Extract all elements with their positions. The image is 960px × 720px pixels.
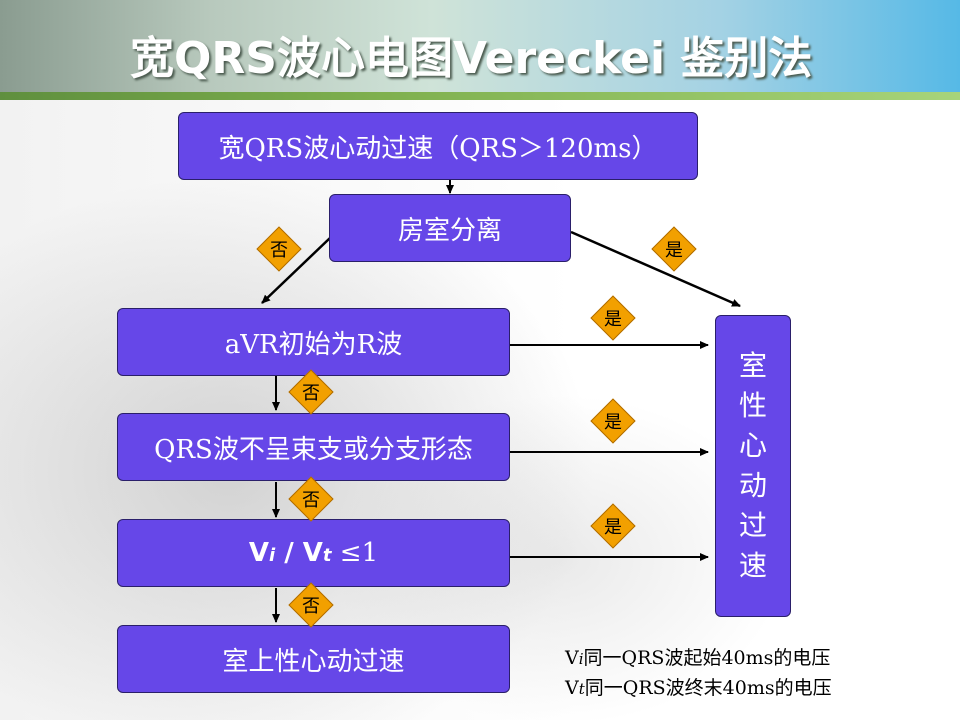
vi-vt-formula: Vi / Vt ≤1 — [249, 538, 378, 568]
decision-no-label: 否 — [302, 383, 320, 404]
note-vi-text: 同一QRS波起始40ms的电压 — [583, 647, 831, 669]
header-banner — [0, 0, 960, 96]
vi-sub: i — [269, 545, 276, 566]
note-vt-sub: t — [578, 680, 585, 698]
decision-yes-av: 是 — [651, 226, 697, 272]
vt-char-6: 速 — [738, 549, 767, 582]
decision-yes-label: 是 — [604, 412, 622, 433]
decision-no-label: 否 — [302, 490, 320, 511]
box-vi-vt-ratio: Vi / Vt ≤1 — [117, 519, 510, 587]
decision-yes-label: 是 — [665, 240, 683, 261]
box-avr-initial-r: aVR初始为R波 — [117, 308, 510, 376]
arrow-av-yes — [570, 230, 741, 308]
decision-no-vivt: 否 — [288, 582, 334, 628]
vi-v: V — [248, 538, 269, 568]
decision-no-label: 否 — [270, 240, 288, 261]
decision-no-av: 否 — [256, 226, 302, 272]
decision-no-qrs: 否 — [288, 476, 334, 522]
box-svt-label: 室上性心动过速 — [222, 646, 405, 677]
page-title: 宽QRS波心电图Vereckei 鉴别法 — [130, 33, 813, 84]
decision-no-label: 否 — [302, 596, 320, 617]
box-av-dissociation-label: 房室分离 — [397, 215, 502, 246]
box-av-dissociation: 房室分离 — [329, 194, 571, 262]
note-vt-definition: Vt同一QRS波终末40ms的电压 — [565, 673, 832, 700]
decision-yes-vivt: 是 — [590, 503, 636, 549]
box-svt: 室上性心动过速 — [117, 625, 510, 693]
note-vi-sub: i — [578, 650, 584, 668]
box-ventricular-tachycardia: 室 性 心 动 过 速 — [715, 315, 791, 617]
decision-no-avr: 否 — [288, 369, 334, 415]
vi-vt-threshold: ≤1 — [331, 538, 379, 568]
vt-char-3: 心 — [738, 429, 767, 462]
vt-char-2: 性 — [738, 389, 767, 422]
note-vi-v: V — [565, 647, 579, 669]
box-wide-qrs-label: 宽QRS波心动过速（QRS＞120ms） — [218, 133, 658, 164]
vt-char-1: 室 — [738, 349, 767, 382]
box-qrs-not-bundle-branch: QRS波不呈束支或分支形态 — [117, 413, 510, 481]
box-qrs-not-bundle-label: QRS波不呈束支或分支形态 — [154, 434, 473, 465]
vt-sub: t — [322, 545, 332, 566]
header-strip — [0, 92, 960, 100]
note-vt-v: V — [565, 677, 579, 699]
box-avr-initial-r-label: aVR初始为R波 — [224, 329, 403, 360]
vt-char-5: 过 — [738, 509, 767, 542]
decision-yes-avr: 是 — [590, 295, 636, 341]
decision-yes-qrs: 是 — [590, 398, 636, 444]
vi-vt-sep: / — [275, 538, 303, 568]
decision-yes-label: 是 — [604, 517, 622, 538]
note-vt-text: 同一QRS波终末40ms的电压 — [584, 677, 832, 699]
box-wide-qrs-tachycardia: 宽QRS波心动过速（QRS＞120ms） — [178, 112, 698, 180]
arrow-av-no — [261, 237, 331, 304]
note-vi-definition: Vi同一QRS波起始40ms的电压 — [565, 643, 830, 670]
decision-yes-label: 是 — [604, 309, 622, 330]
vt-char-4: 动 — [738, 469, 767, 502]
vt-v: V — [302, 538, 323, 568]
